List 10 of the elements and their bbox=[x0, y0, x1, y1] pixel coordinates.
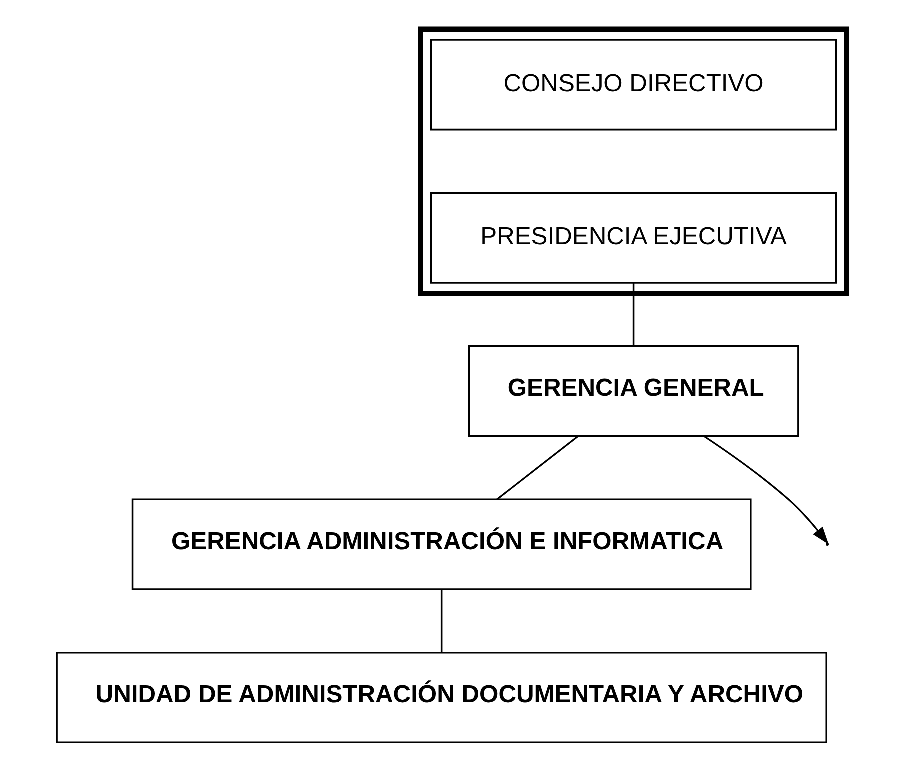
node-box: GERENCIA ADMINISTRACIÓN E INFORMATICA bbox=[131, 498, 752, 590]
connector bbox=[632, 283, 634, 346]
arrow bbox=[703, 436, 828, 545]
node-box: CONSEJO DIRECTIVO bbox=[430, 39, 837, 131]
node-box: UNIDAD DE ADMINISTRACIÓN DOCUMENTARIA Y ARCHIVO bbox=[56, 652, 827, 744]
connector bbox=[496, 436, 578, 500]
node-box: PRESIDENCIA EJECUTIVA bbox=[430, 192, 837, 284]
connector bbox=[440, 590, 442, 653]
cluster bbox=[418, 26, 850, 296]
node-box: GERENCIA GENERAL bbox=[468, 346, 799, 438]
